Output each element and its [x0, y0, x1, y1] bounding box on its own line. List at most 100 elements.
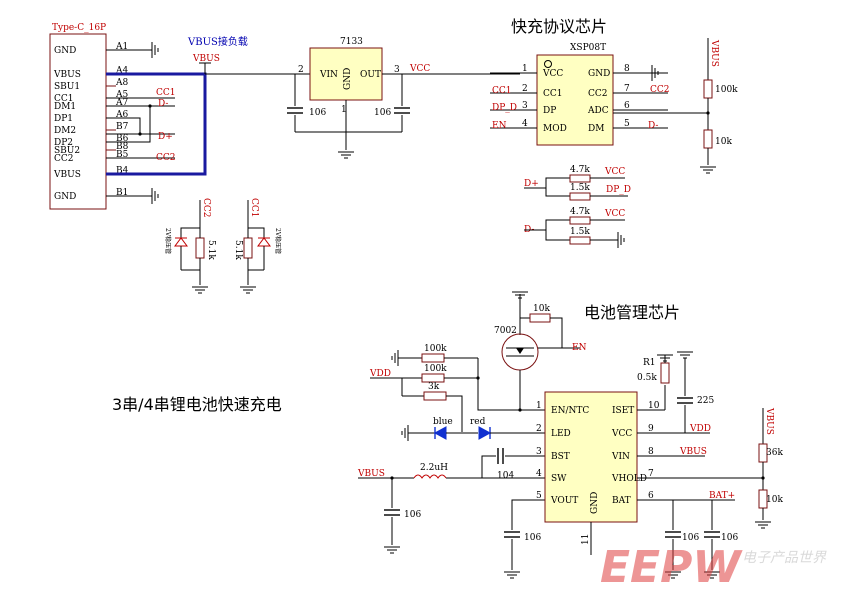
xsp-left-pin: MOD [543, 124, 567, 134]
dp-net-typec: D+ [158, 132, 173, 142]
led-red-label: red [470, 417, 486, 427]
typec-pin-label: DP1 [54, 114, 73, 124]
bms-right-num: 9 [648, 424, 654, 434]
xsp-right-num: 6 [624, 101, 630, 111]
typec-pin-id: B4 [116, 166, 129, 176]
dm-pull-network: D- 4.7k 1.5k VCC [524, 207, 625, 249]
xsp-left-pin: CC1 [543, 89, 563, 99]
r51k-b-label: 5.1k [233, 240, 243, 260]
c106-vout-label: 106 [524, 533, 541, 543]
battery-charge-title: 3串/4串锂电池快速充电 [112, 395, 282, 414]
vbus-load-label: VBUS接负载 [187, 35, 248, 48]
bms-right-pin: VIN [611, 452, 630, 462]
watermark: EEPW 电子产品世界 [600, 542, 827, 589]
typec-pin-id: A8 [115, 78, 128, 88]
cc1-net-xsp: CC1 [492, 86, 512, 96]
ldo-gnd-symbol [337, 151, 355, 159]
dm-pull-gnd-symbol [617, 231, 625, 249]
cc2-net-typec: CC2 [156, 153, 176, 163]
fast-charge-chip-title: 快充协议芯片 [511, 17, 607, 36]
bms-right-num: 6 [648, 491, 654, 501]
watermark-logo: EEPW [600, 542, 743, 589]
cc1-termination: CC1 5.1k 2V稳压管 [233, 198, 282, 294]
cc2-net-term: CC2 [201, 198, 211, 218]
ldo-cap2-label: 106 [374, 108, 391, 118]
vbus-net-vin: VBUS [679, 447, 707, 457]
bms-right-pin: BAT [612, 496, 631, 506]
r100k-label: 100k [715, 85, 738, 95]
led-gnd-symbol [401, 424, 409, 442]
typec-pin-label: GND [54, 192, 76, 202]
bms-right-pin: ISET [612, 406, 634, 416]
xsp-left-pin: VCC [542, 69, 563, 79]
typec-pin-id: A6 [115, 110, 128, 120]
typec-pin-label: SBU1 [54, 82, 80, 92]
xsp-right-pin: GND [588, 69, 610, 79]
dp-net-pull: D+ [524, 179, 539, 189]
vbus-bus-wire [106, 72, 207, 176]
mosfet-name: 7002 [494, 326, 517, 336]
r100k-b-label: 100k [424, 364, 447, 374]
vdd-net-bms2: VDD [689, 424, 711, 434]
typec-pin-id: B6 [116, 134, 129, 144]
xsp-name: XSP08T [570, 43, 606, 53]
divider-gnd-symbol [699, 166, 717, 174]
xsp-left-num: 2 [522, 84, 528, 94]
vcc-net-pull2: VCC [604, 209, 625, 219]
r36k-label: 36k [766, 448, 783, 458]
bms-left-num: 2 [536, 424, 542, 434]
r47k-a-label: 4.7k [570, 165, 590, 175]
watermark-text: 电子产品世界 [742, 550, 827, 566]
r3k-label: 3k [428, 382, 440, 392]
ldo-gnd: GND [343, 68, 353, 90]
r10k-label: 10k [715, 137, 732, 147]
typec-pin-id: A1 [115, 42, 128, 52]
zener-a-label: 2V稳压管 [164, 228, 172, 254]
vcc-net-pull1: VCC [604, 167, 625, 177]
en-net-bms: EN [572, 343, 587, 353]
r1-value: 0.5k [637, 373, 657, 383]
bms-left-pin: BST [551, 452, 570, 462]
typec-pin-label: GND [54, 46, 76, 56]
ldo-name: 7133 [340, 37, 363, 47]
battery-chip-title: 电池管理芯片 [584, 303, 680, 322]
xsp-left-pin: DP [543, 106, 556, 116]
typec-pin-label: DP2 [54, 138, 73, 148]
dpd-net-xsp: DP_D [492, 103, 517, 113]
vbus-net-bms: VBUS [357, 469, 385, 479]
cc2-termination: CC2 5.1k 2V稳压管 [164, 198, 216, 294]
ldo-pin-gnd: 1 [341, 105, 347, 115]
c106-in-label: 106 [404, 510, 421, 520]
bms-right-num: 7 [648, 469, 654, 479]
vbus-net-divider: VBUS [709, 39, 719, 67]
led-blue-label: blue [433, 417, 453, 427]
c225-label: 225 [697, 396, 714, 406]
bms-left-num: 1 [536, 401, 542, 411]
typec-pin-id: A7 [115, 98, 128, 108]
r10k-divider [703, 129, 713, 149]
bms-left-pin: EN/NTC [551, 406, 589, 416]
ldo-pin3: 3 [394, 65, 400, 75]
xsp-right-num: 7 [624, 84, 630, 94]
dm-net-typec: D- [158, 99, 168, 109]
bms-gnd-num: 11 [581, 534, 591, 545]
vdd-net-bms1: VDD [369, 369, 391, 379]
xsp-right-pin: ADC [587, 106, 609, 116]
typec-pin-id: B8 [116, 142, 129, 152]
typec-pin-label: CC2 [54, 154, 74, 164]
en-net-xsp: EN [492, 121, 507, 131]
ldo-vin: VIN [319, 70, 338, 80]
typec-pin-label: VBUS [53, 70, 81, 80]
typec-pin-label: DM1 [54, 102, 76, 112]
res-net-gnd-symbol [391, 349, 399, 367]
r51k-a-label: 5.1k [206, 240, 216, 260]
c106-bat2-label: 106 [721, 533, 738, 543]
r100k-divider [703, 79, 713, 99]
bms-left-pin: VOUT [550, 496, 578, 506]
inductor [413, 474, 447, 479]
bms-left-num: 5 [536, 491, 542, 501]
xsp-right-num: 5 [624, 119, 630, 129]
